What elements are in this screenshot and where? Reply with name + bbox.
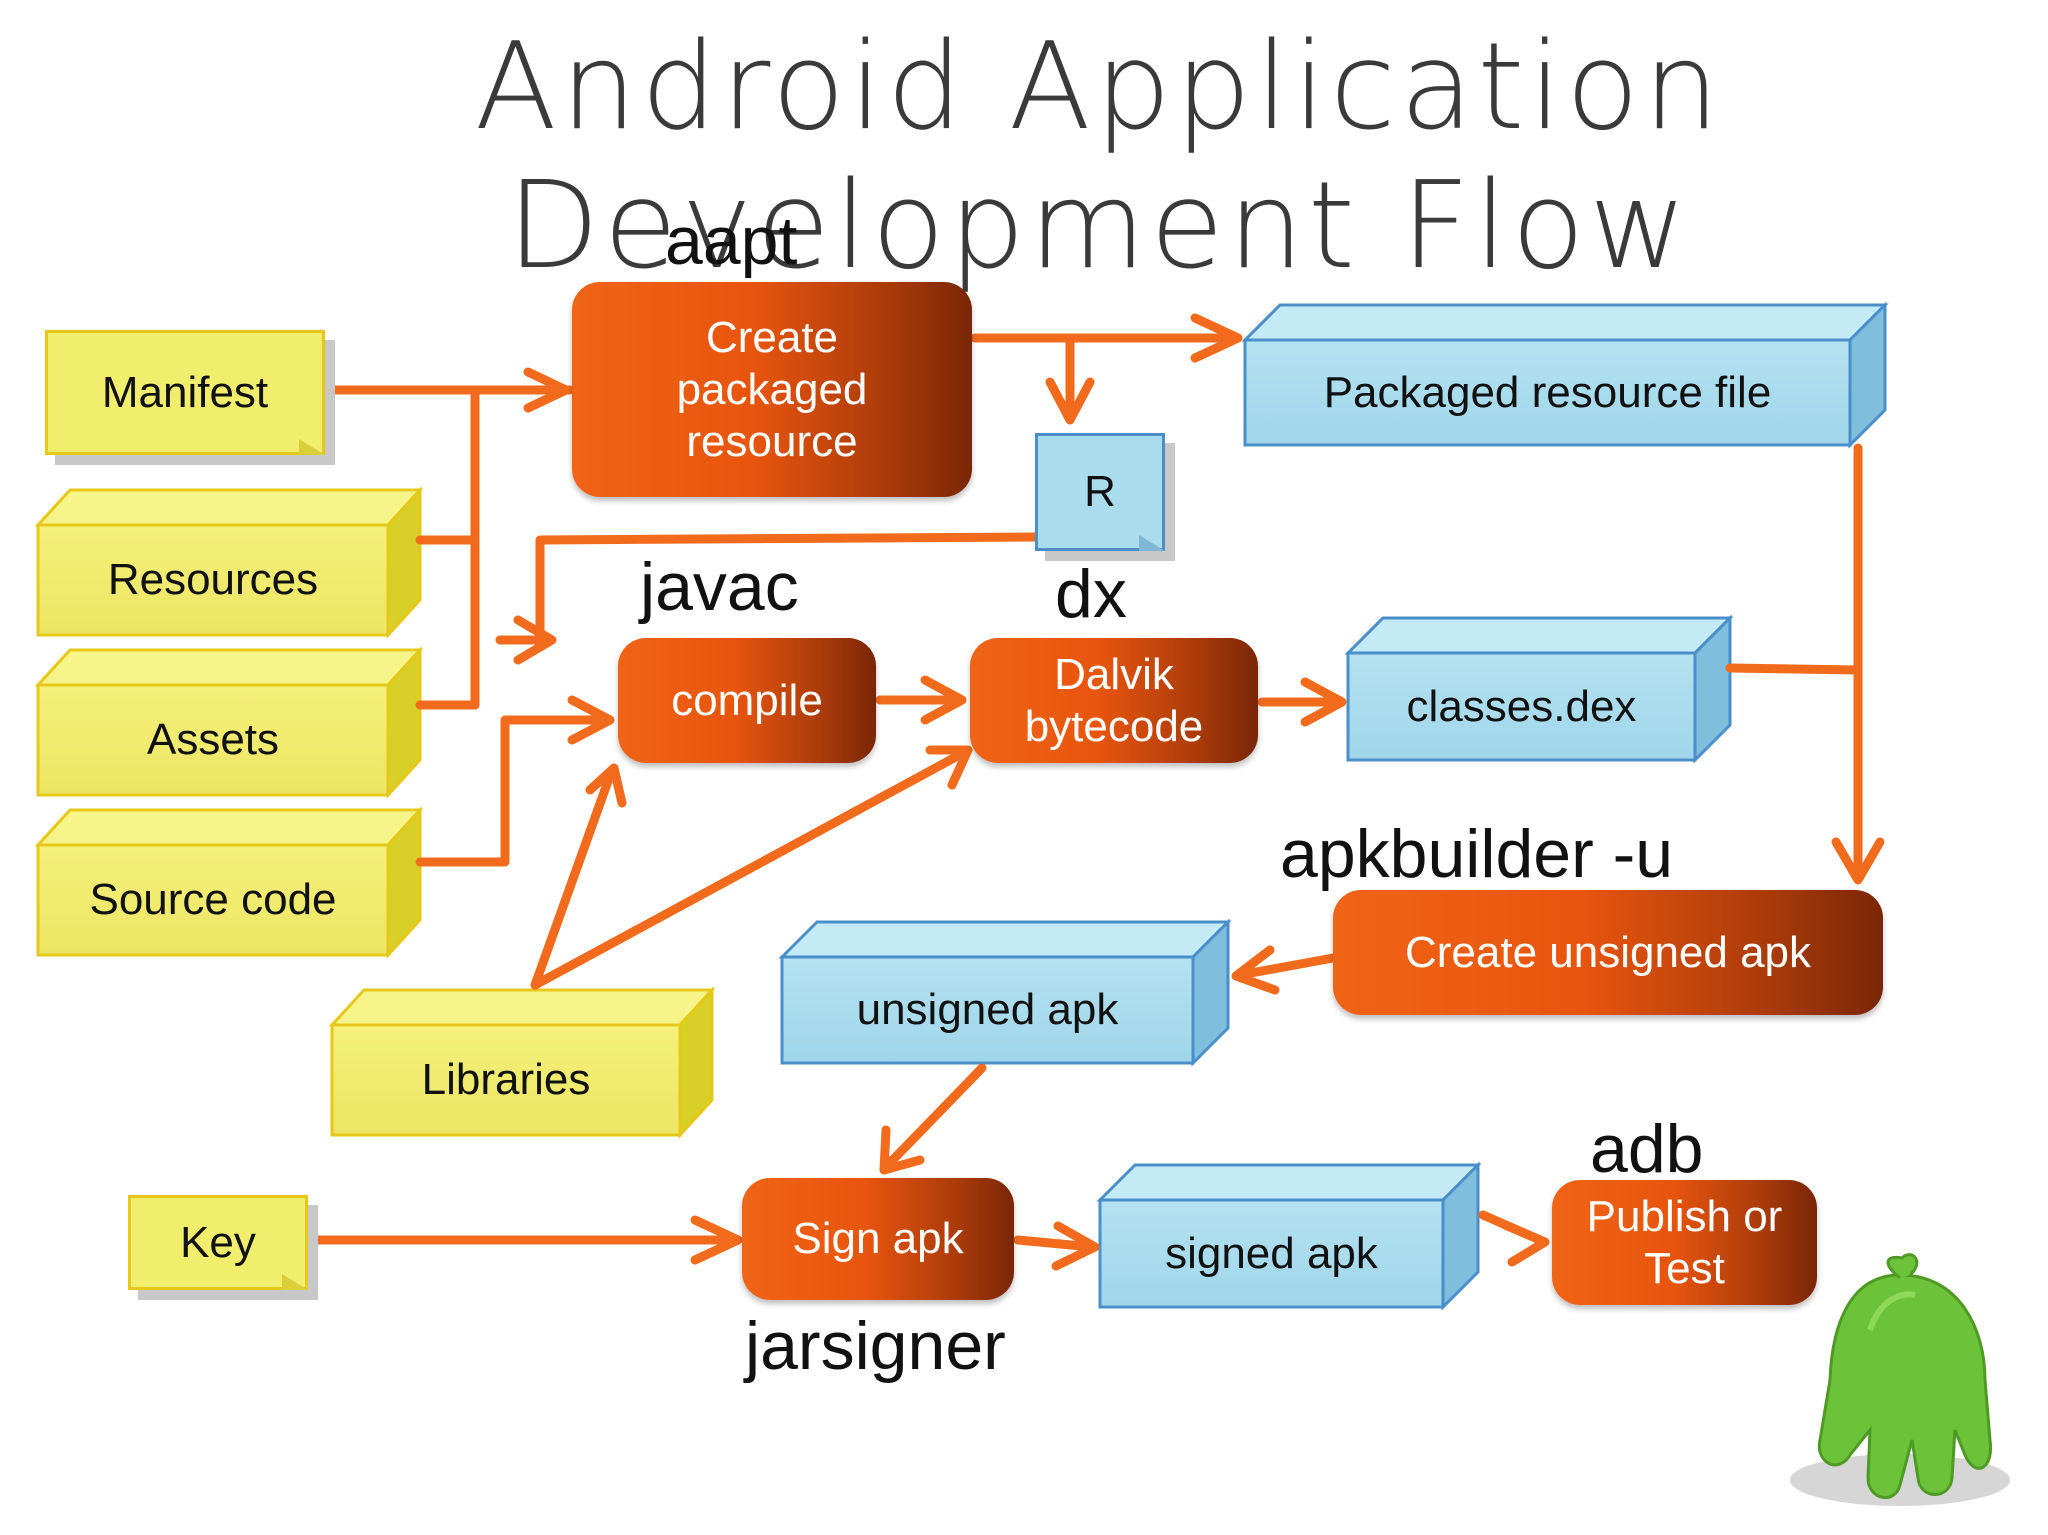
tool-label-jarsigner: jarsigner	[745, 1308, 1006, 1384]
assets-box-3d	[34, 646, 424, 799]
resources-box-3d	[34, 486, 424, 639]
flow-arrows	[307, 313, 1885, 1271]
tool-label-aapt: aapt	[665, 203, 798, 279]
create-unsigned-apk-process: Create unsigned apk	[1333, 890, 1883, 1015]
dalvik-bytecode-process: Dalvik bytecode	[970, 638, 1258, 763]
tool-label-dx: dx	[1055, 556, 1127, 632]
unsigned-apk-box-3d	[778, 918, 1232, 1067]
tool-label-apkbuilder: apkbuilder -u	[1280, 816, 1674, 892]
key-label: Key	[180, 1217, 256, 1267]
page-title: Android Application Development Flow	[474, 18, 1724, 296]
sign-apk-process: Sign apk	[742, 1178, 1014, 1300]
libraries-box-3d	[328, 986, 716, 1139]
create-packaged-resource-process: Create packaged resource	[572, 282, 972, 497]
key-note: Key	[128, 1195, 308, 1290]
arrow-r-javac	[495, 532, 1040, 645]
r-note: R	[1035, 433, 1165, 551]
publish-or-test-process: Publish or Test	[1552, 1180, 1817, 1305]
manifest-note: Manifest	[45, 330, 325, 455]
tool-label-javac: javac	[640, 549, 799, 625]
arrow-unsigned-sign	[880, 1063, 987, 1173]
arrow-sign-signed	[1013, 1235, 1097, 1252]
classes-dex-box-3d	[1344, 614, 1734, 764]
arrow-source-compile	[415, 715, 613, 867]
r-label: R	[1084, 467, 1116, 516]
arrow-apkbuilder-unsigned	[1235, 953, 1338, 980]
signed-apk-box-3d	[1096, 1161, 1482, 1311]
android-mascot-icon	[1790, 1253, 2010, 1506]
source-code-box-3d	[34, 806, 424, 959]
arrow-libraries-compile	[530, 765, 617, 990]
tool-label-adb: adb	[1590, 1111, 1704, 1187]
packaged-resource-file-box-3d	[1241, 301, 1889, 449]
manifest-label: Manifest	[101, 367, 269, 417]
compile-process: compile	[618, 638, 876, 763]
arrow-libraries-dx	[530, 747, 970, 990]
